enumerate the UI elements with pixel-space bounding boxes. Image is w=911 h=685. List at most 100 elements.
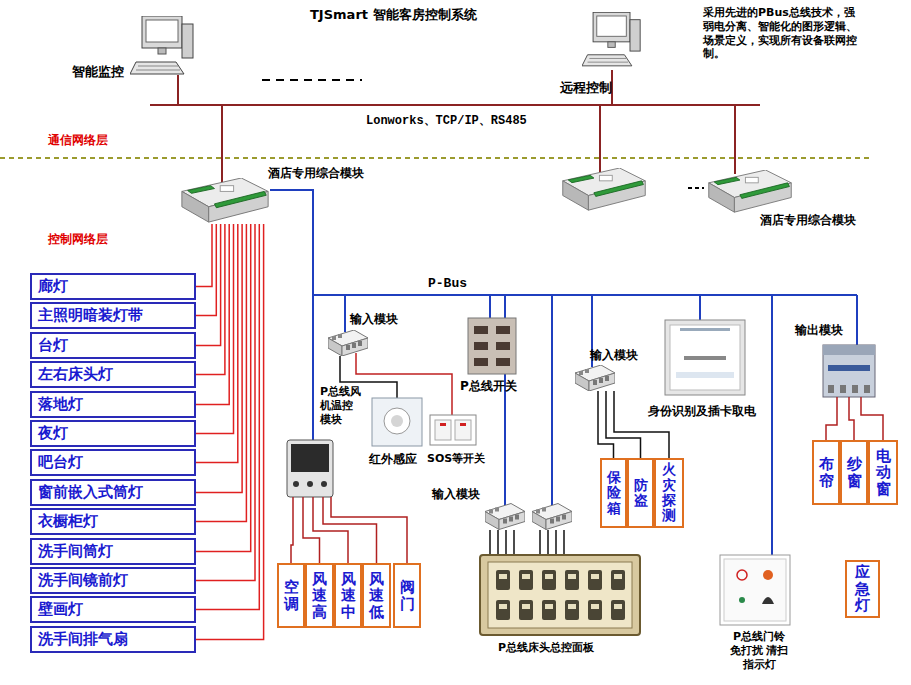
device-box: 火灾探测 <box>654 458 684 528</box>
wire <box>331 497 407 563</box>
node-text: 主照明暗装灯带 <box>38 306 143 325</box>
node-text: 电动窗 <box>876 448 891 498</box>
node-text: 纱窗 <box>847 456 862 489</box>
load-box: 台灯 <box>30 332 196 359</box>
text-label: 远程控制 <box>560 79 612 97</box>
load-box: 洗手间镜前灯 <box>30 567 196 594</box>
wire <box>826 397 837 440</box>
device-box: 纱窗 <box>840 440 868 505</box>
device-module: P总线风机温控模块 <box>285 385 365 497</box>
wire <box>303 497 320 563</box>
node-text: 保险箱 <box>607 470 621 516</box>
node-text: 夜灯 <box>38 424 68 443</box>
text-label: P总线床头总控面板 <box>498 640 594 655</box>
node-text: 空调 <box>284 579 299 612</box>
load-box: 左右床头灯 <box>30 361 196 388</box>
load-box: 夜灯 <box>30 420 196 447</box>
node-text: 落地灯 <box>38 395 83 414</box>
device-box: 空调 <box>277 563 305 628</box>
node-text: 洗手间排气扇 <box>38 630 128 649</box>
node-text: 洗手间镜前灯 <box>38 571 128 590</box>
node-text: 洗手间筒灯 <box>38 542 113 561</box>
node-text: 输出模块 <box>795 322 843 339</box>
node-text: 酒店专用综合模块 <box>268 165 364 182</box>
text-label: 输入模块 <box>350 311 398 328</box>
diagram-title: TJSmart 智能客房控制系统 <box>310 6 477 24</box>
load-box: 主照明暗装灯带 <box>30 302 196 329</box>
bedside-panel <box>480 555 640 635</box>
load-box: 吧台灯 <box>30 449 196 476</box>
device-module: 酒店专用综合模块 <box>180 165 360 224</box>
device-box: 保险箱 <box>600 458 627 528</box>
node-text: 衣橱柜灯 <box>38 512 98 531</box>
node-text: 左右床头灯 <box>38 365 113 384</box>
device-box: 电动窗 <box>868 440 898 505</box>
wire <box>196 224 242 493</box>
node-text: 台灯 <box>38 336 68 355</box>
bus-switch <box>468 318 516 374</box>
wire <box>196 224 251 552</box>
load-box: 窗前嵌入式筒灯 <box>30 479 196 506</box>
node-text: 窗前嵌入式筒灯 <box>38 483 143 502</box>
thermostat-panel <box>287 440 333 497</box>
wire <box>196 224 238 463</box>
text-label: 身份识别及插卡取电 <box>648 403 756 420</box>
wire <box>196 224 212 287</box>
wire <box>291 497 293 563</box>
ellipsis-dashes <box>262 79 362 81</box>
doorbell-panel <box>720 555 790 625</box>
wire <box>196 224 264 640</box>
load-box: 洗手间筒灯 <box>30 538 196 565</box>
sos-switch <box>430 415 476 445</box>
node-text: 布帘 <box>819 456 834 489</box>
node-text: 输入模块 <box>590 347 638 364</box>
text-label: P总线门铃 免打扰 清扫指示灯 <box>726 630 792 671</box>
wire <box>196 224 259 610</box>
wire <box>196 224 234 434</box>
text-label: 酒店专用综合模块 <box>760 212 856 229</box>
layer-divider <box>0 157 872 159</box>
text-label: 采用先进的PBus总线技术，强弱电分离、智能化的图形逻辑、场景定义，实现所有设备… <box>703 6 858 61</box>
node-text: 吧台灯 <box>38 453 83 472</box>
wire <box>196 224 229 405</box>
device-box: 阀门 <box>393 563 421 628</box>
node-text: 廊灯 <box>38 277 68 296</box>
card-panel <box>665 320 745 395</box>
load-box: 廊灯 <box>30 273 196 300</box>
load-box: 壁画灯 <box>30 596 196 623</box>
node-text: 风速中 <box>341 571 356 621</box>
network-bus <box>150 70 760 182</box>
node-text: 应急灯 <box>855 564 870 614</box>
text-label: Lonworks、TCP/IP、RS485 <box>366 112 527 129</box>
node-text: 阀门 <box>400 579 415 612</box>
wire <box>849 397 854 440</box>
text-label: 控制网络层 <box>48 231 108 248</box>
ir-sensor <box>372 398 422 446</box>
load-box: 落地灯 <box>30 391 196 418</box>
device-box: 风速中 <box>334 563 362 628</box>
device-box: 风速低 <box>362 563 391 628</box>
ellipsis-dashes <box>688 187 704 189</box>
node-text: 火灾探测 <box>662 462 676 524</box>
wire <box>606 391 641 458</box>
wire <box>861 397 883 440</box>
text-label: 红外感应 <box>369 451 417 468</box>
node-text: 风速高 <box>312 571 327 621</box>
load-box: 衣橱柜灯 <box>30 508 196 535</box>
wire <box>196 224 246 522</box>
device-box: 布帘 <box>812 440 840 505</box>
node-text: 防盗 <box>634 478 648 509</box>
device-box: 防盗 <box>627 458 654 528</box>
text-label: 输入模块 <box>432 486 480 503</box>
device-box: 风速高 <box>305 563 334 628</box>
p-bus <box>270 190 857 555</box>
text-label: 通信网络层 <box>48 132 108 149</box>
text-label: P总线开关 <box>460 378 517 395</box>
node-text: P总线风机温控模块 <box>320 385 362 426</box>
device-module: 输出模块 <box>795 322 880 397</box>
text-label: SOS等开关 <box>427 451 485 466</box>
wire <box>196 224 225 375</box>
device-module: 输入模块 <box>570 347 670 391</box>
node-text: 壁画灯 <box>38 600 83 619</box>
